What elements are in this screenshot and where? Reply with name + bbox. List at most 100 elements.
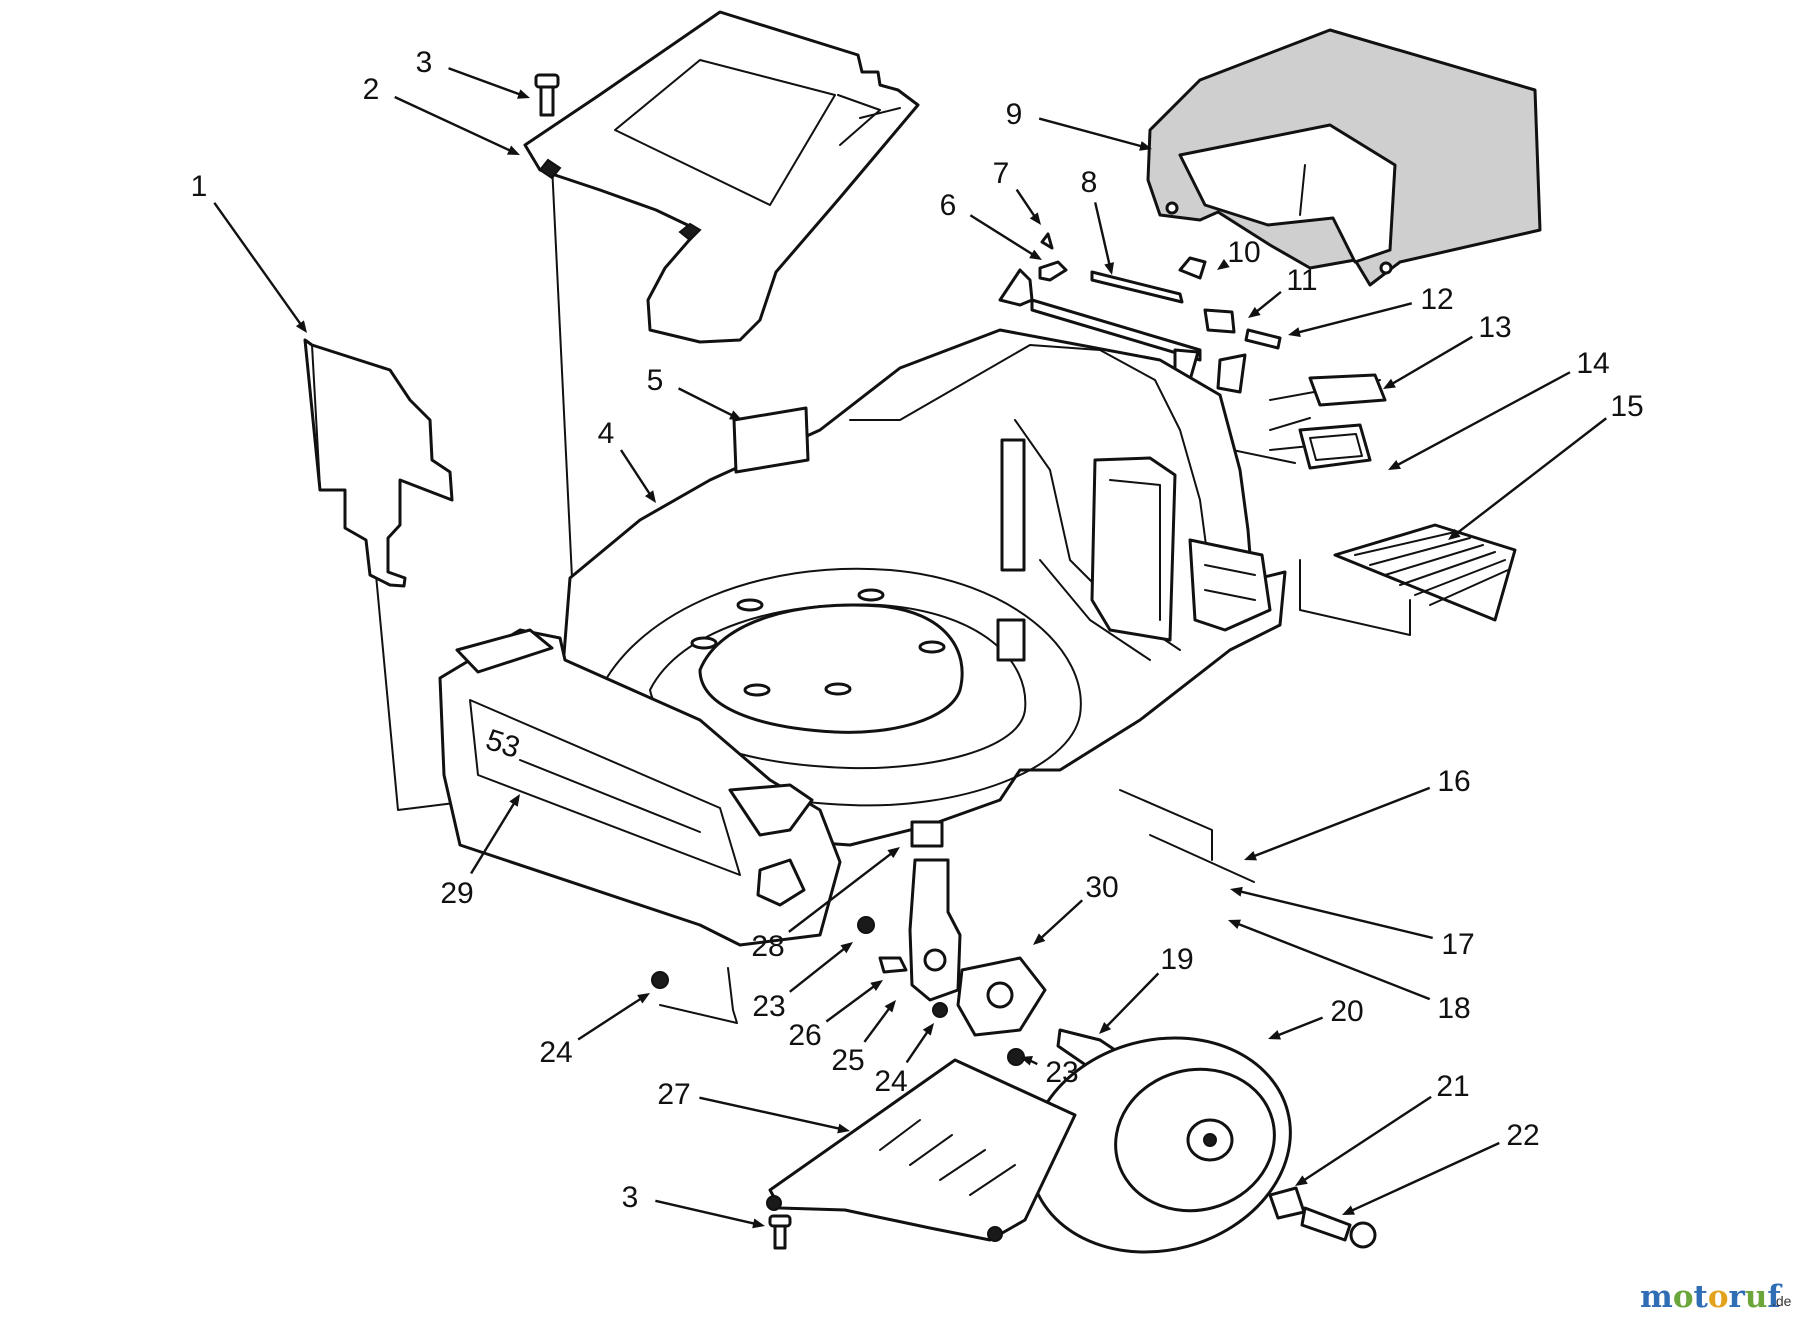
callout-arrowhead <box>295 320 307 333</box>
callout-leader <box>213 202 303 327</box>
callout-leader <box>394 95 513 153</box>
part-wheel <box>1028 1036 1292 1254</box>
watermark-letter: o <box>1673 1279 1694 1315</box>
callout-leader <box>1349 1141 1500 1213</box>
callout-c13: 13 <box>1383 311 1512 389</box>
callout-leader <box>1296 302 1413 334</box>
callout-arrowhead <box>1139 141 1152 151</box>
callout-leader <box>969 214 1035 257</box>
callout-number: 7 <box>993 157 1010 190</box>
callout-c12: 12 <box>1288 283 1454 337</box>
callout-number: 11 <box>1286 264 1317 297</box>
callout-arrowhead <box>509 794 520 807</box>
callout-arrowhead <box>729 410 742 420</box>
callout-c26: 26 <box>788 980 883 1052</box>
callout-number: 3 <box>416 46 433 79</box>
part-mower-deck <box>553 328 1287 847</box>
callout-arrowhead <box>1099 1022 1112 1034</box>
callout-leader <box>1235 922 1431 1001</box>
callout-arrowhead <box>1295 1175 1308 1186</box>
callout-leader <box>1395 371 1571 467</box>
callout-arrowhead <box>1448 528 1461 540</box>
callout-number: 12 <box>1420 283 1453 316</box>
callout-c3b: 3 <box>622 1181 765 1229</box>
callout-leader <box>789 946 847 993</box>
callout-leader <box>655 1199 757 1226</box>
callout-c5: 5 <box>647 364 742 420</box>
callout-leader <box>1254 290 1282 314</box>
callout-arrowhead <box>1033 933 1046 945</box>
callout-number: 29 <box>440 877 473 910</box>
callout-c4: 4 <box>598 417 656 503</box>
callout-number: 20 <box>1330 995 1363 1028</box>
callout-leader <box>619 449 652 497</box>
callout-c8: 8 <box>1081 166 1115 275</box>
callout-leader <box>1094 202 1112 267</box>
callout-number: 3 <box>622 1181 639 1214</box>
callout-arrowhead <box>837 1123 850 1134</box>
callout-c25: 25 <box>831 1000 896 1077</box>
callout-c10: 10 <box>1217 236 1261 270</box>
callout-arrowhead <box>1029 212 1041 225</box>
callout-number: 23 <box>1045 1056 1078 1089</box>
callout-arrowhead <box>922 1023 934 1036</box>
watermark-letter: u <box>1745 1279 1768 1315</box>
callout-number: 30 <box>1085 871 1118 904</box>
part-decal <box>732 406 810 474</box>
callout-arrowhead <box>637 993 650 1004</box>
callout-arrowhead <box>1217 259 1230 270</box>
callout-number: 13 <box>1478 311 1511 344</box>
callout-number: 10 <box>1227 236 1260 269</box>
watermark-logo: motoruf .de <box>1640 1279 1792 1315</box>
part-front-axle-bracket <box>651 820 1120 1072</box>
callout-leader <box>905 1029 930 1064</box>
callout-leader <box>677 387 735 418</box>
callout-arrowhead <box>887 847 900 859</box>
watermark-letter: t <box>1694 1279 1709 1315</box>
callout-leader <box>1039 899 1084 941</box>
callout-leader <box>1390 335 1473 386</box>
part-grille-15 <box>1333 523 1517 622</box>
callout-number: 1 <box>191 170 208 203</box>
callout-leader <box>1104 972 1160 1029</box>
callout-leader <box>1276 1016 1324 1038</box>
watermark-letter: o <box>1708 1279 1729 1315</box>
callout-arrowhead <box>870 980 883 991</box>
callout-arrowhead <box>1342 1205 1355 1215</box>
watermark-letter: r <box>1729 1279 1746 1315</box>
callout-c1: 1 <box>191 170 307 333</box>
callout-arrowhead <box>1268 1030 1281 1040</box>
callout-leader <box>825 984 877 1023</box>
callout-number: 22 <box>1506 1119 1539 1152</box>
callout-c24a: 24 <box>539 993 650 1069</box>
part-front-bumper: 53 <box>438 628 842 947</box>
part-catcher-frame <box>1146 28 1542 287</box>
callout-c3a: 3 <box>416 46 530 99</box>
callout-number: 25 <box>831 1044 864 1077</box>
callout-c7: 7 <box>993 157 1041 225</box>
callout-c22: 22 <box>1342 1119 1540 1215</box>
callout-arrowhead <box>1020 1056 1033 1066</box>
callout-c28: 28 <box>751 847 900 963</box>
callout-c15: 15 <box>1448 390 1644 540</box>
callout-c27: 27 <box>657 1078 850 1134</box>
callout-arrowhead <box>507 145 520 155</box>
part-label-13 <box>1308 373 1387 407</box>
callout-c21: 21 <box>1295 1070 1470 1186</box>
callout-arrowhead <box>1029 249 1042 260</box>
callout-number: 26 <box>788 1019 821 1052</box>
callout-c18: 18 <box>1228 919 1471 1025</box>
callout-c17: 17 <box>1230 886 1475 961</box>
callout-leader <box>577 996 643 1041</box>
callout-c29: 29 <box>440 794 520 910</box>
callout-c24b: 24 <box>874 1023 934 1098</box>
watermark-letter: m <box>1640 1279 1673 1315</box>
callout-arrowhead <box>840 942 853 954</box>
callout-number: 17 <box>1441 928 1474 961</box>
callout-c6: 6 <box>940 189 1042 260</box>
callout-c11: 11 <box>1248 264 1318 318</box>
callout-c23a: 23 <box>752 942 853 1023</box>
